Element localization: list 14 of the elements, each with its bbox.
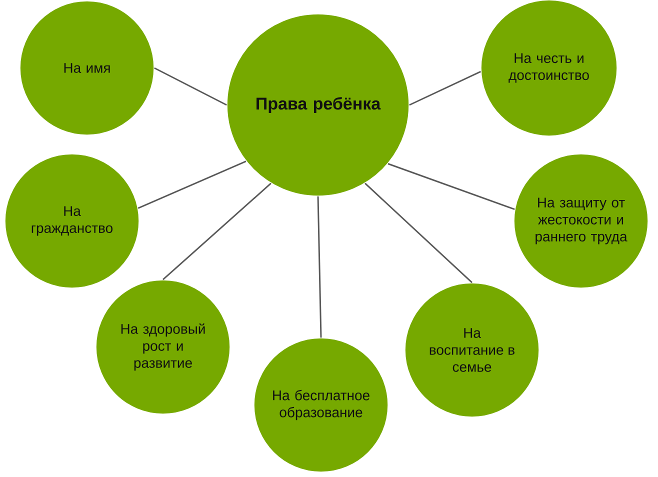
circle-node: Права ребёнка — [226, 14, 410, 196]
connector-line — [317, 196, 322, 338]
connector-line — [364, 182, 473, 284]
connector-line — [409, 70, 482, 106]
circle-node: На гражданство — [4, 154, 140, 288]
circle-node: На бесплатное образование — [254, 338, 388, 472]
circle-node: На здоровый рост и развитие — [96, 280, 230, 414]
circle-node: На воспитание в семье — [404, 282, 540, 418]
connector-line — [154, 67, 227, 106]
connector-line — [388, 163, 515, 210]
connector-line — [162, 182, 272, 280]
circle-node: На имя — [20, 0, 154, 136]
connector-line — [138, 160, 246, 209]
circle-node: На защиту от жестокости и раннего труда — [514, 154, 648, 288]
